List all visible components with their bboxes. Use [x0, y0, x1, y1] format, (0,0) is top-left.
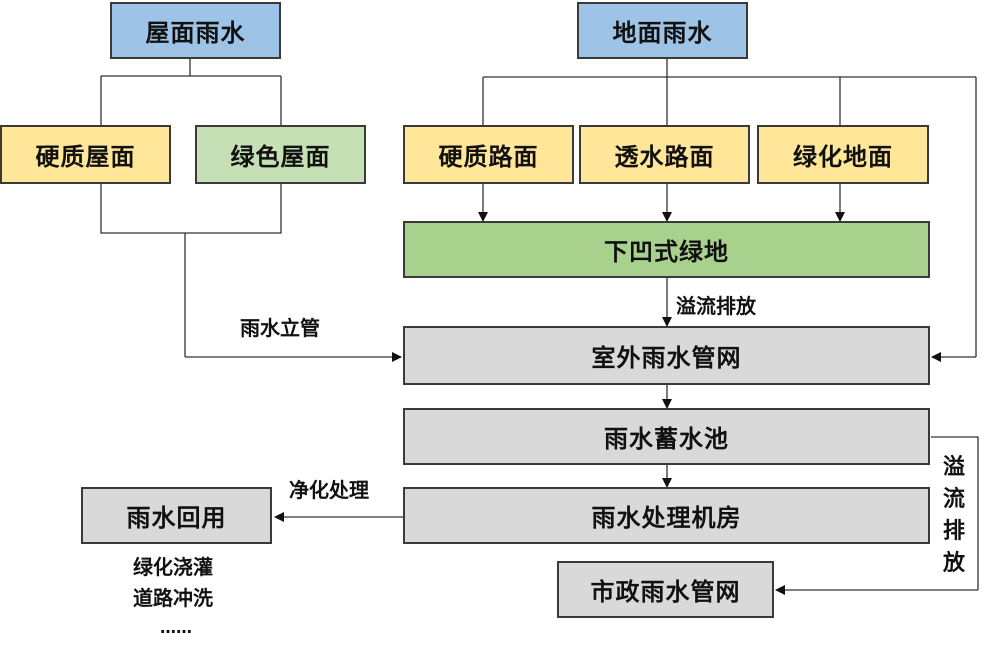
edge-label-overflow-2: 溢流排放	[942, 455, 965, 576]
node-hard-road: 硬质路面	[403, 125, 574, 184]
node-storage-tank: 雨水蓄水池	[403, 408, 930, 465]
ground-split-line	[482, 58, 977, 357]
node-green-roof: 绿色屋面	[195, 125, 366, 184]
overflow-line-2	[931, 436, 979, 590]
reuse-note-road-wash: 道路冲洗	[133, 586, 213, 610]
node-green-ground: 绿化地面	[757, 125, 929, 184]
edge-label-overflow-1: 溢流排放	[676, 294, 756, 318]
node-municipal-network: 市政雨水管网	[557, 561, 774, 618]
node-hard-roof: 硬质屋面	[0, 125, 171, 184]
node-sunken-green: 下凹式绿地	[403, 221, 930, 278]
node-roof-rain: 屋面雨水	[110, 2, 281, 59]
node-reuse: 雨水回用	[81, 487, 272, 544]
edge-label-purify: 净化处理	[289, 478, 369, 502]
roof-merge-line	[100, 183, 282, 357]
node-treatment-room: 雨水处理机房	[403, 487, 930, 544]
reuse-note-irrigation: 绿化浇灌	[133, 555, 213, 579]
node-ground-rain: 地面雨水	[577, 2, 748, 59]
roof-split-line	[100, 58, 282, 125]
node-permeable-road: 透水路面	[579, 125, 750, 184]
node-outdoor-network: 室外雨水管网	[403, 326, 930, 385]
edge-label-downpipe: 雨水立管	[240, 316, 320, 340]
reuse-note-ellipsis: ……	[160, 618, 192, 637]
